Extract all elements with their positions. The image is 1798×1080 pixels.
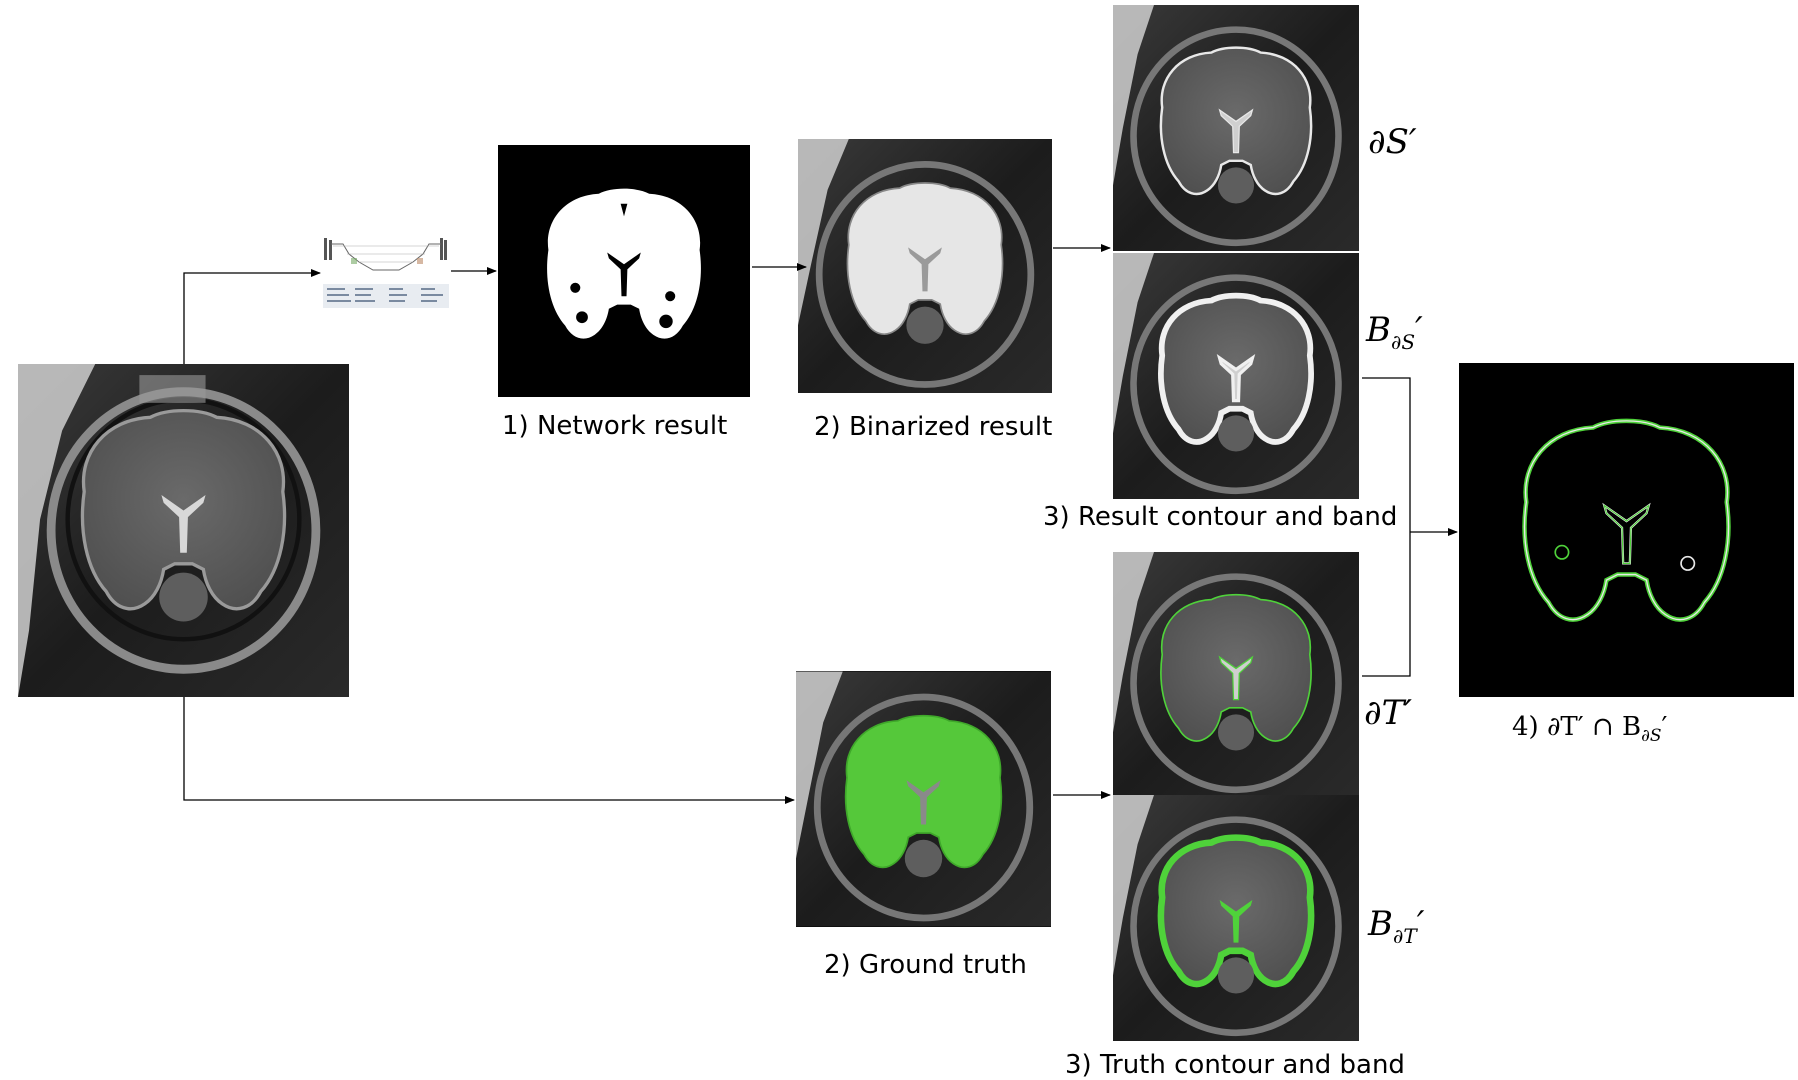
unet-network-diagram	[323, 236, 449, 308]
label-B-dT-sub: ∂T	[1393, 923, 1417, 948]
truth-band-image	[1113, 795, 1359, 1041]
caption-network-result: 1) Network result	[502, 411, 728, 441]
label-B-dT-letter: B	[1368, 904, 1393, 944]
label-B-dT: B∂T′	[1368, 904, 1424, 948]
label-B-dS-letter: B	[1366, 310, 1391, 350]
label-dT: ∂T′	[1364, 693, 1412, 733]
arrow-input-to-network	[183, 269, 321, 364]
connector-truth-contour	[1362, 532, 1411, 677]
ground-truth-image	[796, 671, 1051, 927]
caption-ground-truth: 2) Ground truth	[824, 950, 1027, 980]
input-mri-image	[18, 364, 349, 697]
label-B-dS-prime: ′	[1415, 310, 1423, 350]
label-B-dS-sub: ∂S	[1391, 329, 1416, 354]
truth-contour-image	[1113, 552, 1359, 798]
caption-result-contour-band: 3) Result contour and band	[1043, 502, 1398, 532]
caption-intersection-prime: ′	[1661, 712, 1668, 742]
binarized-result-image	[798, 139, 1052, 393]
result-band-image	[1113, 253, 1359, 499]
label-B-dS: B∂S′	[1366, 310, 1423, 354]
result-contour-image	[1113, 5, 1359, 251]
network-result-image	[498, 145, 750, 397]
caption-intersection: 4) ∂T′ ∩ B∂S′	[1512, 712, 1667, 746]
label-B-dT-prime: ′	[1416, 904, 1425, 944]
caption-truth-contour-band: 3) Truth contour and band	[1065, 1050, 1405, 1080]
arrow-input-to-truth	[183, 697, 795, 804]
caption-intersection-main: 4) ∂T′ ∩ B	[1512, 712, 1642, 742]
caption-intersection-sub: ∂S	[1641, 726, 1662, 747]
intersection-image	[1459, 363, 1794, 697]
label-dS: ∂S′	[1368, 122, 1417, 162]
connector-result-band	[1362, 377, 1411, 532]
caption-binarized-result: 2) Binarized result	[814, 412, 1053, 442]
